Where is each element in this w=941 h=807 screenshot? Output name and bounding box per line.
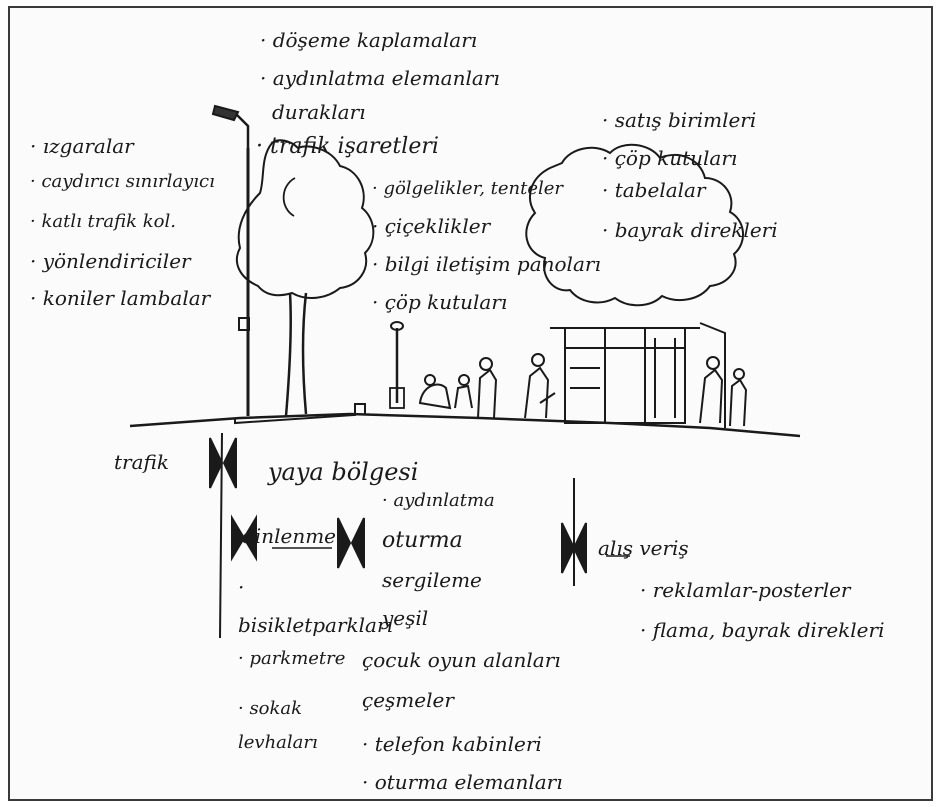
label-doseme: · döşeme kaplamaları (260, 28, 478, 52)
large-tree-canopy (525, 143, 744, 307)
label-bilgi-iletisim: · bilgi iletişim panoları (372, 252, 601, 276)
label-cop-kutulari-right: · çöp kutuları (602, 146, 738, 170)
sketch-frame: · döşeme kaplamaları · aydınlatma eleman… (8, 6, 933, 801)
zone-divider-shopping (561, 478, 587, 586)
label-caydirici: · caydırıcı sınırlayıcı (30, 171, 215, 192)
curb-step (234, 403, 366, 425)
ground-line (129, 412, 801, 438)
label-katli-trafik: · katlı trafik kol. (30, 211, 176, 232)
zone-label-alisveris: alış veriş (598, 536, 689, 560)
label-flama: · flama, bayrak direkleri (640, 618, 885, 642)
label-bayrak-direkleri: · bayrak direkleri (602, 218, 778, 242)
label-koniler: · koniler lambalar (30, 286, 211, 310)
zone-label-yaya: yaya bölgesi (268, 458, 419, 486)
label-telefon-kabinleri: · telefon kabinleri (362, 732, 542, 756)
section-line-left (219, 432, 223, 639)
label-trafik-isaretleri: · trafik işaretleri (256, 134, 439, 159)
label-yesil: yeşil (382, 606, 429, 630)
label-sergileme: sergileme (382, 568, 482, 592)
label-aydinlatma-lower: · aydınlatma (382, 490, 495, 511)
zone-label-dinlenme: dinlenme (242, 524, 336, 548)
zone-label-trafik: trafik (114, 450, 169, 474)
label-parkmetre: · parkmetre (238, 648, 346, 669)
street-lamp (211, 104, 250, 416)
label-cocuk-oyun: çocuk oyun alanları (362, 648, 561, 672)
label-oturma: oturma (382, 528, 463, 553)
label-golgelikler: · gölgelikler, tenteler (372, 178, 564, 199)
label-yonlendiriciler: · yönlendiriciler (30, 249, 191, 273)
people-right (699, 356, 748, 427)
zone-divider-traffic (209, 437, 237, 489)
label-bisiklet-parklari: · bisikletparkları (238, 575, 393, 637)
label-aydinlatma: · aydınlatma elemanları (260, 66, 500, 90)
street-section-sketch (129, 104, 801, 639)
label-cop-kutulari: · çöp kutuları (372, 290, 508, 314)
label-izgaralar: · ızgaralar (30, 134, 134, 158)
zone-divider-rest (231, 514, 257, 562)
label-duraklar: durakları (272, 100, 366, 124)
label-tabelalar: · tabelalar (602, 178, 706, 202)
zone-divider-middle (337, 517, 365, 569)
label-cicekler: · çiçeklikler (372, 214, 491, 238)
small-post (389, 321, 405, 409)
label-reklamlar: · reklamlar-posterler (640, 578, 851, 602)
label-cesmeler: çeşmeler (362, 688, 454, 712)
kiosk (550, 322, 726, 428)
label-oturma-elemanlari: · oturma elemanları (362, 770, 563, 794)
label-sokak-levhalari: · sokak levhaları (238, 698, 318, 754)
people-group (418, 353, 556, 419)
tree (235, 139, 375, 417)
label-satis-birimleri: · satış birimleri (602, 108, 757, 132)
